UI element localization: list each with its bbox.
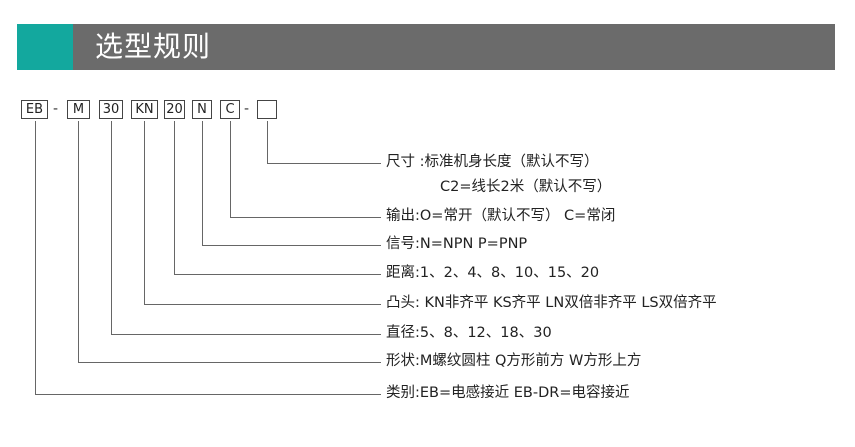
connector-size-h xyxy=(267,163,381,164)
code-box-convex: KN xyxy=(131,100,158,119)
desc-convex: 凸头: KN非齐平 KS齐平 LN双倍非齐平 LS双倍齐平 xyxy=(386,295,717,311)
code-dash: - xyxy=(244,101,250,117)
code-box-signal: N xyxy=(192,100,212,119)
header-accent-block xyxy=(17,24,73,70)
desc-category: 类别:EB=电感接近 EB-DR=电容接近 xyxy=(386,385,630,401)
desc-distance: 距离:1、2、4、8、10、15、20 xyxy=(386,265,600,281)
connector-convex-h xyxy=(144,304,381,305)
connector-size-v xyxy=(267,121,268,163)
connector-output-v xyxy=(230,121,231,217)
desc-signal: 信号:N=NPN P=PNP xyxy=(386,236,528,252)
connector-shape-h xyxy=(78,362,381,363)
desc-output: 输出:O=常开（默认不写） C=常闭 xyxy=(386,208,616,224)
code-box-category: EB xyxy=(21,100,48,119)
section-header: 选型规则 xyxy=(17,24,835,70)
connector-distance-v xyxy=(174,121,175,274)
connector-category-v xyxy=(35,121,36,394)
connector-shape-v xyxy=(78,121,79,362)
connector-signal-h xyxy=(202,245,381,246)
desc-size: 尺寸 :标准机身长度（默认不写） xyxy=(386,154,599,170)
connector-category-h xyxy=(35,394,381,395)
connector-convex-v xyxy=(144,121,145,304)
section-title: 选型规则 xyxy=(95,30,212,63)
connector-diameter-v xyxy=(111,121,112,334)
code-box-diameter: 30 xyxy=(99,100,123,119)
desc-size-cable: C2=线长2米（默认不写） xyxy=(440,179,612,195)
code-box-distance: 20 xyxy=(164,100,185,119)
code-dash: - xyxy=(53,101,59,117)
desc-diameter: 直径:5、8、12、18、30 xyxy=(386,325,552,341)
connector-distance-h xyxy=(174,274,381,275)
code-box-shape: M xyxy=(67,100,90,119)
desc-shape: 形状:M螺纹圆柱 Q方形前方 W方形上方 xyxy=(386,353,642,369)
connector-diameter-h xyxy=(111,334,381,335)
connector-signal-v xyxy=(202,121,203,245)
code-box-size xyxy=(257,100,277,119)
code-box-output: C xyxy=(220,100,240,119)
connector-output-h xyxy=(230,217,381,218)
